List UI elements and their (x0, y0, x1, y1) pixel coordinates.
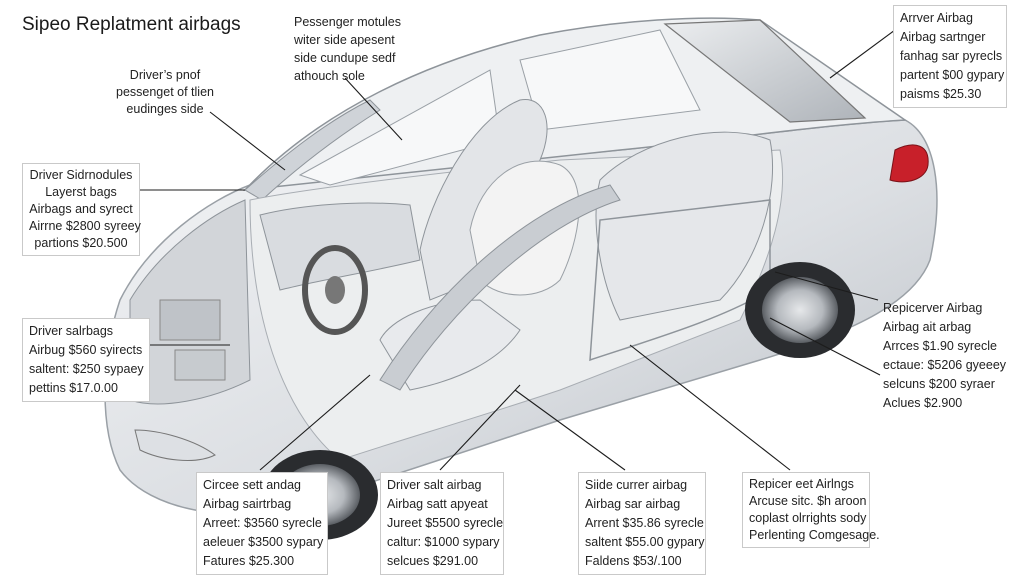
callout-line: Arrver Airbag (900, 11, 973, 25)
callout-line: selcuns $200 syraer (883, 377, 995, 391)
callout-line: Driver salt airbag (387, 478, 482, 492)
rear-rim (762, 277, 838, 343)
callout-line: Driver’s pnof (129, 68, 201, 82)
callout-line: paisms $25.30 (900, 87, 982, 101)
taillight (889, 144, 929, 183)
callout-line: Airbug $560 syirects (29, 343, 143, 357)
callout-line: selcues $291.00 (387, 554, 479, 568)
callout-line: Pessenger motules (294, 15, 402, 29)
callout-line: Arreet: $3560 syrecle (203, 516, 322, 530)
callout-line: Arrent $35.86 syrecle (585, 516, 704, 530)
callout-line: ectaue: $5206 gyeeey (883, 358, 1007, 372)
callout-line: saltent: $250 sypaey (29, 362, 144, 376)
callout-driver-pnof: Driver’s pnof pessenget of tlien eudinges … (110, 64, 220, 121)
callout-line: Airbags and syrect (29, 202, 133, 216)
callout-line: Driver Sidrnodules (29, 168, 133, 182)
callout-line: Repicerver Airbag (883, 301, 983, 315)
callout-line: caltur: $1000 sypary (387, 535, 500, 549)
callout-line: Arcuse sitc. $h aroon (749, 494, 867, 508)
callout-line: Repicer eet Airlngs (749, 477, 854, 491)
diagram-title: Sipeo Replatment airbags (22, 14, 241, 35)
callout-line: athouch sole (294, 69, 365, 83)
leader-lines (135, 29, 896, 471)
a-pillar (244, 99, 381, 201)
callout-line: fanhag sar pyrecls (900, 49, 1003, 63)
callout-line: saltent $55.00 gypary (585, 535, 705, 549)
callout-line: Siide currer airbag (585, 478, 688, 492)
steering-wheel (302, 245, 368, 335)
callout-line: Perlenting Comgesage. (749, 528, 880, 542)
sunroof (663, 19, 867, 123)
callout-line: Airbag sar airbag (585, 497, 681, 511)
callout-line: partions $20.500 (34, 236, 128, 250)
callout-line: pessenget of tlien (116, 85, 214, 99)
callout-passenger-modules: Pessenger motules witer side apesent side … (288, 10, 407, 88)
callout-line: partent $00 gypary (900, 68, 1005, 82)
callout-line: Driver salrbags (29, 324, 114, 338)
callout-line: Aclues $2.900 (883, 396, 963, 410)
headlight (134, 429, 216, 461)
callout-line: aeleuer $3500 sypary (203, 535, 324, 549)
engine-part (174, 349, 226, 381)
callout-line: coplast olrrights sody (749, 511, 867, 525)
callout-line: Airbag sartnger (900, 30, 986, 44)
callout-line: Airrne $2800 syreey (29, 219, 141, 233)
callout-line: Layerst bags (45, 185, 117, 199)
callout-line: Airbag satt apyeat (387, 497, 488, 511)
callout-line: Arrces $1.90 syrecle (883, 339, 997, 353)
callout-line: witer side apesent (294, 33, 395, 47)
callout-line: pettins $17.0.00 (29, 381, 118, 395)
callout-line: Airbag ait arbag (883, 320, 972, 334)
callout-line: Faldens $53/.100 (585, 554, 682, 568)
callout-line: eudinges side (126, 102, 204, 116)
callout-line: side cundupe sedf (294, 51, 396, 65)
rear-seat (595, 131, 773, 321)
callout-line: Fatures $25.300 (203, 554, 295, 568)
steering-hub (325, 276, 345, 304)
door-frame (379, 184, 621, 391)
engine-block (159, 299, 221, 341)
callout-line: Circee sett andag (203, 478, 301, 492)
callout-line: Airbag sairtrbag (203, 497, 292, 511)
callout-line: Jureet $5500 syrecle (387, 516, 504, 530)
